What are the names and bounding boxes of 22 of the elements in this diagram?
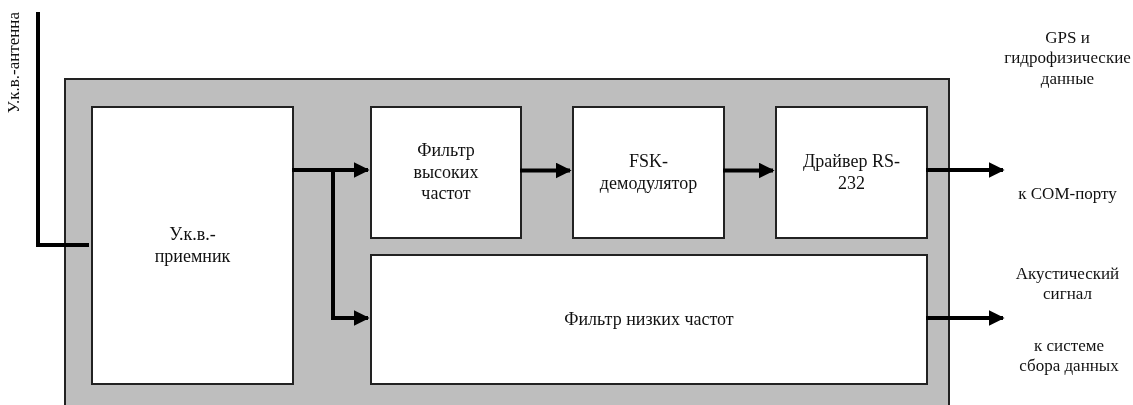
process-box	[572, 106, 725, 239]
signal-label: Акустический сигнал	[1014, 264, 1121, 305]
signal-label: к системе сбора данных	[1018, 336, 1120, 377]
arrow	[926, 162, 1005, 178]
process-box	[775, 106, 928, 239]
process-box	[370, 106, 522, 239]
block-label: Фильтр низких частот	[564, 308, 734, 331]
device-enclosure	[64, 78, 950, 405]
antenna-label: У.к.в.-антенна	[4, 12, 24, 114]
block-label: FSK- демодулятор	[598, 150, 699, 195]
process-box	[370, 254, 928, 385]
arrow	[292, 168, 370, 326]
signal-label: GPS и гидрофизические данные	[1003, 28, 1132, 90]
signal-label: к COM-порту	[1017, 184, 1118, 205]
antenna-wire	[36, 12, 89, 247]
block-label: Фильтр высоких частот	[412, 140, 480, 205]
arrow	[723, 162, 775, 179]
arrow	[926, 310, 1005, 326]
block-label: Драйвер RS-232	[802, 150, 901, 195]
process-box	[91, 106, 294, 385]
block-label: У.к.в.- приемник	[153, 223, 232, 268]
arrow	[520, 162, 572, 179]
